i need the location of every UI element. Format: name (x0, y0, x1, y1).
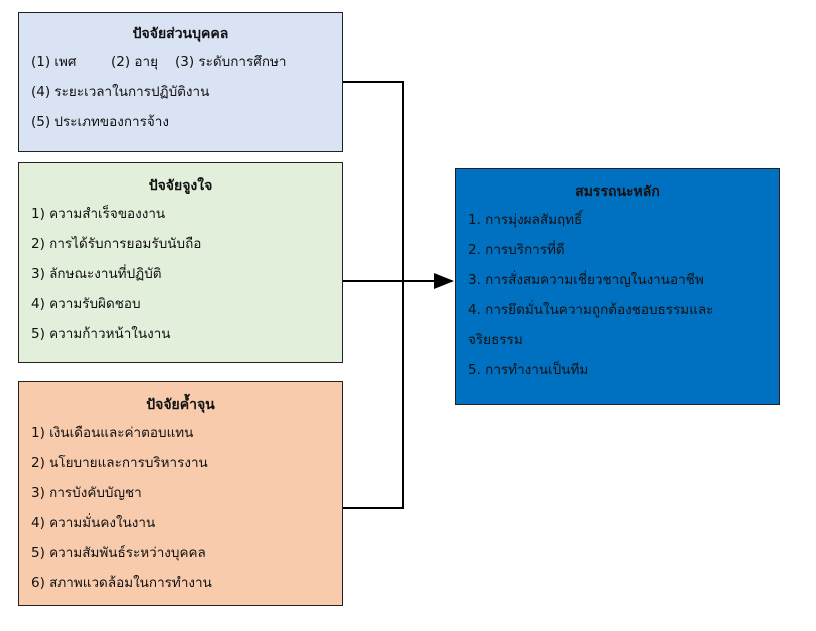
list-item: (1) เพศ (31, 54, 77, 70)
list-item: 2. การบริการที่ดี (468, 242, 565, 258)
list-item: 5) ความก้าวหน้าในงาน (31, 326, 171, 342)
motivation-factors-box: ปัจจัยจูงใจ 1) ความสำเร็จของงาน 2) การได… (18, 162, 343, 363)
motivation-factors-title: ปัจจัยจูงใจ (148, 178, 213, 194)
list-item: 3. การสั่งสมความเชี่ยวชาญในงานอาชีพ (468, 272, 704, 288)
list-item: จริยธรรม (468, 332, 523, 348)
list-item: 5) ความสัมพันธ์ระหว่างบุคคล (31, 545, 206, 561)
personal-factors-title: ปัจจัยส่วนบุคคล (132, 26, 229, 42)
list-item: (4) ระยะเวลาในการปฏิบัติงาน (31, 84, 210, 100)
list-item: 6) สภาพแวดล้อมในการทำงาน (31, 575, 212, 591)
personal-factors-box: ปัจจัยส่วนบุคคล (1) เพศ (2) อายุ (3) ระด… (18, 12, 343, 152)
list-item: 3) ลักษณะงานที่ปฏิบัติ (31, 266, 162, 282)
list-item: 4) ความรับผิดชอบ (31, 296, 141, 312)
list-item: 5. การทำงานเป็นทีม (468, 362, 589, 378)
list-item: (5) ประเภทของการจ้าง (31, 114, 169, 130)
list-item: (2) อายุ (111, 54, 159, 70)
list-item: 1) เงินเดือนและค่าตอบแทน (31, 425, 194, 441)
list-item: 3) การบังคับบัญชา (31, 485, 142, 501)
hygiene-factors-title: ปัจจัยค้ำจุน (146, 397, 215, 413)
bracket-line (343, 81, 404, 509)
list-item: 1. การมุ่งผลสัมฤทธิ์ (468, 212, 583, 228)
list-item: 4. การยึดมั่นในความถูกต้องชอบธรรมและ (468, 302, 714, 318)
list-item: 2) การได้รับการยอมรับนับถือ (31, 236, 202, 252)
list-item: 2) นโยบายและการบริหารงาน (31, 455, 208, 471)
list-item: 1) ความสำเร็จของงาน (31, 206, 166, 222)
core-competencies-box: สมรรถนะหลัก 1. การมุ่งผลสัมฤทธิ์ 2. การบ… (455, 168, 780, 405)
list-item: (3) ระดับการศึกษา (175, 54, 287, 70)
core-competencies-title: สมรรถนะหลัก (575, 184, 660, 200)
hygiene-factors-box: ปัจจัยค้ำจุน 1) เงินเดือนและค่าตอบแทน 2)… (18, 381, 343, 606)
list-item: 4) ความมั่นคงในงาน (31, 515, 156, 531)
